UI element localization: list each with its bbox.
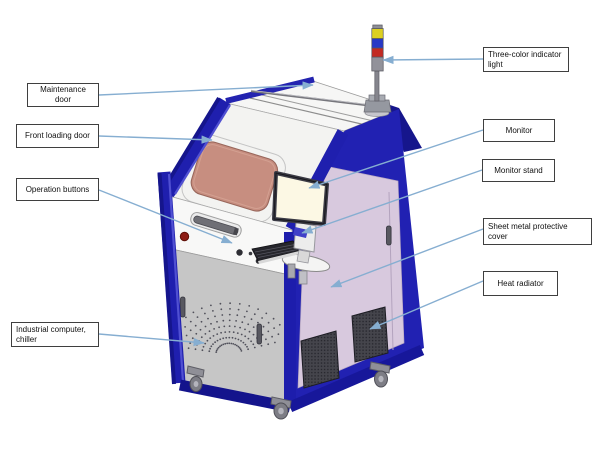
arrow-monitor-stand (301, 169, 483, 234)
arrow-industrial-computer (98, 333, 205, 347)
front-door-handle-left (180, 296, 186, 318)
arrow-operation-buttons (98, 189, 233, 244)
label-maintenance-door: Maintenance door (27, 83, 99, 107)
arrow-heat-radiator (369, 280, 484, 330)
heat-radiator-vent-left (300, 330, 340, 389)
heat-radiator-vent-right (351, 306, 389, 363)
arrow-maintenance-door (98, 81, 314, 96)
arrow-front-loading-door (98, 135, 213, 144)
heat-radiator-vents (300, 306, 389, 389)
top-strut-rod (250, 89, 375, 108)
light-base-segment (371, 56, 384, 72)
label-sheet-metal-cover: Sheet metal protective cover (483, 218, 592, 245)
indicator-light-tower (363, 24, 392, 117)
caster-wheel-right (369, 361, 391, 388)
label-monitor-stand: Monitor stand (482, 159, 555, 182)
light-yellow-segment (371, 28, 384, 39)
light-blue-segment (371, 38, 384, 49)
light-red-segment (371, 47, 384, 58)
handle-groove (190, 211, 242, 238)
caster-wheel-left (186, 365, 205, 392)
callout-arrows (98, 55, 484, 347)
label-industrial-computer: Industrial computer, chiller (11, 322, 99, 347)
keyboard (251, 240, 300, 264)
loading-window (190, 141, 279, 212)
caster-wheel-front (270, 396, 292, 420)
label-monitor: Monitor (483, 119, 555, 142)
arrow-sheet-metal-cover (330, 228, 484, 288)
caster-wheels (186, 361, 391, 420)
side-door-handle-slot (386, 225, 392, 246)
ventilation-dots (184, 302, 281, 353)
arrow-monitor (308, 129, 484, 189)
label-heat-radiator: Heat radiator (483, 271, 558, 296)
emergency-stop-button (179, 231, 190, 242)
label-operation-buttons: Operation buttons (16, 178, 99, 201)
label-front-loading-door: Front loading door (16, 124, 99, 148)
label-indicator-light: Three-color indicator light (483, 47, 569, 72)
industrial-computer-door (166, 247, 295, 404)
arrow-indicator-light (382, 55, 484, 65)
front-door-handle-right (256, 323, 262, 345)
